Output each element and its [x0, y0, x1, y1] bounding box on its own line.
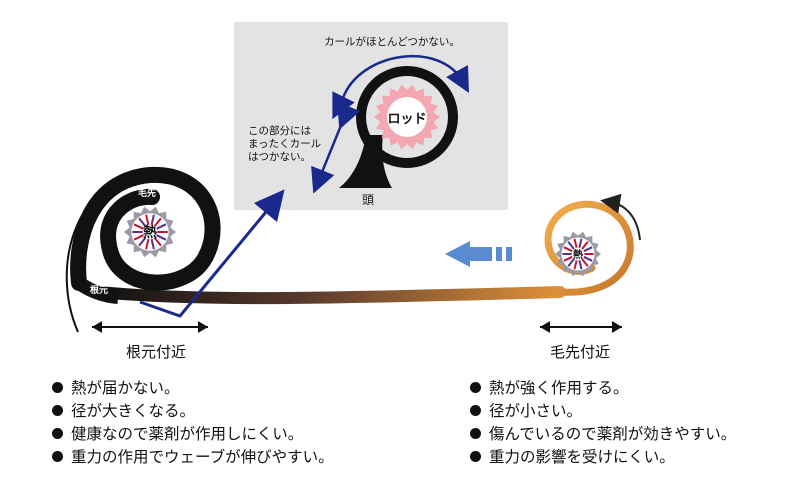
heat-ray: [581, 258, 589, 267]
tip-caption: 毛先付近: [550, 343, 610, 361]
head-label: 頭: [362, 193, 374, 207]
bullet-icon: [470, 428, 481, 439]
heat-ray: [563, 246, 573, 253]
bullet-icon: [470, 382, 481, 393]
rod-label: ロッド: [387, 112, 426, 127]
heat-ray: [145, 214, 150, 226]
list-item: 傷んでいるので薬剤が効きやすい。: [470, 423, 736, 446]
root-spiral: [70, 166, 221, 291]
heat-ray: [573, 260, 578, 270]
tip-spiral: [544, 200, 634, 296]
rotation-arrow: [600, 193, 641, 241]
heat-ray: [133, 234, 144, 241]
heat-ray: [150, 238, 155, 250]
heat-ray: [138, 217, 147, 227]
hair-strand: [94, 286, 566, 305]
root-tip-label: 毛先: [138, 187, 156, 199]
rod-gear: [374, 84, 440, 150]
root-heat-label: 熱: [143, 224, 157, 241]
heat-ray: [581, 241, 589, 250]
list-item: 重力の作用でウェーブが伸びやすい。: [52, 446, 334, 469]
bullet-icon: [52, 428, 63, 439]
root-root-label: 根元: [90, 284, 108, 296]
heat-ray: [567, 241, 575, 250]
list-item: 熱が届かない。: [52, 377, 334, 400]
heat-ray: [578, 238, 583, 248]
bullet-icon: [470, 405, 481, 416]
heat-ray: [156, 234, 167, 241]
root-bullet-list: 熱が届かない。 径が大きくなる。 健康なので薬剤が作用しにくい。 重力の作用でウ…: [52, 377, 334, 469]
heat-ray: [145, 238, 150, 250]
heat-ray: [583, 246, 593, 253]
heat-ray: [578, 260, 583, 270]
list-item: 径が小さい。: [470, 400, 736, 423]
inset-panel: ロッド カールがほとんどつかない。 この部分には まったくカール はつかない。 …: [234, 22, 508, 210]
list-item: 径が大きくなる。: [52, 400, 334, 423]
inset-top-note: カールがほとんどつかない。: [324, 35, 460, 48]
direction-arrow: [445, 241, 512, 267]
list-item: 健康なので薬剤が作用しにくい。: [52, 423, 334, 446]
heat-ray: [153, 217, 162, 227]
tip-bullet-list: 熱が強く作用する。 径が小さい。 傷んでいるので薬剤が効きやすい。 重力の影響を…: [470, 377, 736, 469]
tip-heat-label: 熱: [573, 248, 583, 261]
heat-ray: [133, 223, 144, 230]
zoom-arrow: [139, 189, 285, 318]
heat-ray: [153, 237, 162, 247]
bullet-icon: [52, 382, 63, 393]
heat-ray: [156, 223, 167, 230]
tip-span-arrow: [540, 321, 622, 333]
heat-ray: [138, 237, 147, 247]
no-curl-span-arrow: [311, 101, 361, 194]
root-span-arrow: [92, 321, 208, 333]
root-caption: 根元付近: [126, 343, 186, 361]
heat-ray: [150, 214, 155, 226]
heat-ray: [573, 238, 578, 248]
bullet-icon: [52, 405, 63, 416]
list-item: 熱が強く作用する。: [470, 377, 736, 400]
list-item: 重力の影響を受けにくい。: [470, 446, 736, 469]
tip-curl: 熱: [544, 193, 641, 296]
root-curl: 毛先 根元 熱: [65, 166, 221, 333]
heat-ray: [567, 258, 575, 267]
inset-curl-band: [356, 66, 458, 168]
heat-ray: [583, 255, 593, 262]
curl-arc-arrow: [341, 54, 470, 99]
bullet-icon: [52, 451, 63, 462]
bullet-icon: [470, 451, 481, 462]
heat-ray: [563, 255, 573, 262]
inset-side-note: この部分には まったくカール はつかない。: [248, 124, 324, 163]
